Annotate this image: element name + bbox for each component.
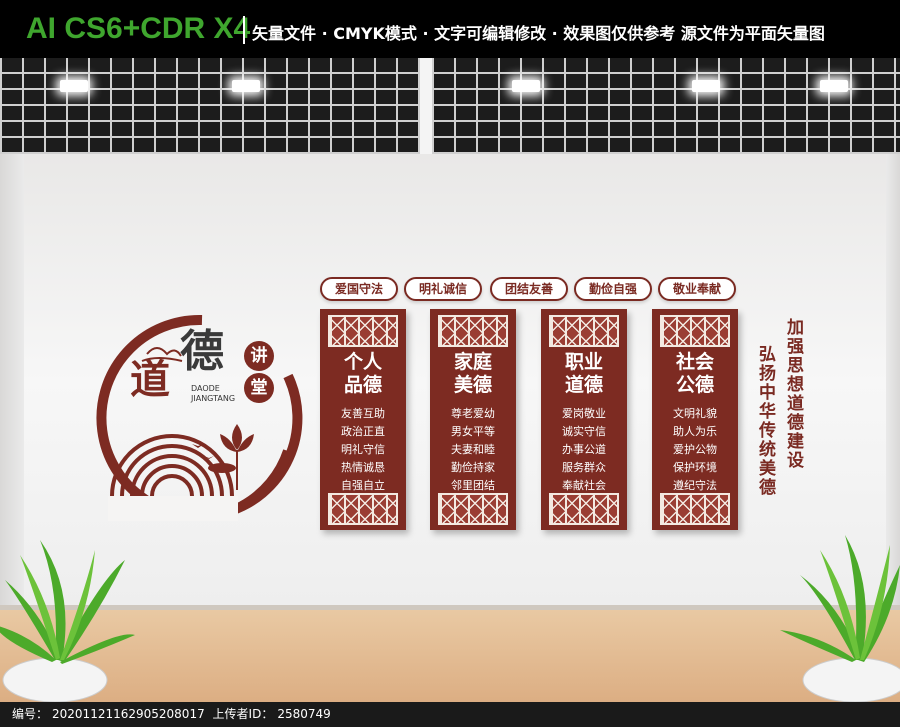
logo-char-dao: 道 [130,356,170,403]
panel-item: 夫妻和睦 [451,443,495,456]
lattice-top [660,315,730,347]
panel-item: 友善互助 [341,407,385,420]
panel-item: 奉献社会 [562,479,606,492]
lattice-top [438,315,508,347]
ceiling-lamp [820,80,848,92]
ceiling-lamp [512,80,540,92]
panel-item: 尊老爱幼 [451,407,495,420]
leaves-icon [780,535,900,662]
lattice-bottom [328,493,398,525]
banner-divider [243,16,245,44]
footer-bar: 编号：20201121162905208017 上传者ID：2580749 [0,702,900,727]
panel-items: 爱岗敬业 诚实守信 办事公道 服务群众 奉献社会 [541,405,627,495]
lattice-bottom [549,493,619,525]
panel-item: 政治正直 [341,425,385,438]
ceiling-grid-right [432,58,900,154]
slogan-left: 弘扬中华传统美德 [755,345,775,497]
lattice-bottom [438,493,508,525]
ceiling-lamp [60,80,88,92]
panel-item: 爱岗敬业 [562,407,606,420]
panel-title: 职业道德 [541,351,627,397]
tag-4: 勤俭自强 [574,277,652,301]
panel-title-line-1: 职业 [564,351,603,373]
tag-5: 敬业奉献 [658,277,736,301]
plant-pot [2,657,108,702]
lattice-top [549,315,619,347]
panel-item: 服务群众 [562,461,606,474]
footer-uploader-label: 上传者ID： [212,707,274,721]
lotus-icon [208,424,254,490]
panel-title: 个人品德 [320,351,406,397]
panel-items: 尊老爱幼 男女平等 夫妻和睦 勤俭持家 邻里团结 [430,405,516,495]
panel-item: 爱护公物 [673,443,717,456]
panel-title-line-2: 道德 [564,374,603,396]
right-wall [886,154,900,610]
logo-pinyin-line-1: DAODE [191,384,220,393]
ceiling-lamp [232,80,260,92]
panel-item: 热情诚恳 [341,461,385,474]
banner-subtitle: 矢量文件 · CMYK模式 · 文字可编辑修改 · 效果图仅供参考 源文件为平面… [252,24,825,43]
panel-item: 明礼守信 [341,443,385,456]
bird-icon [192,444,214,459]
panel-item: 邻里团结 [451,479,495,492]
panel-title: 社会公德 [652,351,738,397]
panel-title-line-2: 公德 [675,374,714,396]
footer-id-label: 编号： [12,707,49,721]
panel-title-line-1: 社会 [675,351,714,373]
panel-item: 遵纪守法 [673,479,717,492]
tag-2: 明礼诚信 [404,277,482,301]
panel-item: 男女平等 [451,425,495,438]
panel-title-line-1: 家庭 [453,351,492,373]
panel-items: 文明礼貌 助人为乐 爱护公物 保护环境 遵纪守法 [652,405,738,495]
footer-id-value: 20201121162905208017 [52,707,205,721]
slogan-right: 加强思想道德建设 [783,318,803,470]
logo-ring-right [239,449,293,511]
banner-title: AI CS6+CDR X4 [26,12,251,45]
panel-title-line-2: 品德 [343,374,382,396]
panel-family: 家庭美德 尊老爱幼 男女平等 夫妻和睦 勤俭持家 邻里团结 [430,309,516,530]
plant-pot [802,657,900,702]
tag-1: 爱国守法 [320,277,398,301]
lattice-top [328,315,398,347]
wooden-floor [0,610,900,702]
panel-title-line-1: 个人 [343,351,382,373]
tag-3: 团结友善 [490,277,568,301]
leaves-icon [0,540,135,664]
cloud-icon [141,347,183,362]
panel-item: 勤俭持家 [451,461,495,474]
ceiling-lamp [692,80,720,92]
panel-title: 家庭美德 [430,351,516,397]
panel-item: 办事公道 [562,443,606,456]
plant-left [0,540,135,702]
ceiling [0,58,900,154]
panel-item: 文明礼貌 [673,407,717,420]
panel-title-line-2: 美德 [453,374,492,396]
top-banner: AI CS6+CDR X4 矢量文件 · CMYK模式 · 文字可编辑修改 · … [0,0,900,58]
ceiling-grid-left [0,58,420,154]
panel-personal: 个人品德 友善互助 政治正直 明礼守信 热情诚恳 自强自立 [320,309,406,530]
panel-item: 保护环境 [673,461,717,474]
panel-items: 友善互助 政治正直 明礼守信 热情诚恳 自强自立 [320,405,406,495]
logo-pinyin-line-2: JIANGTANG [191,394,236,403]
plant-right [780,535,900,702]
panel-social: 社会公德 文明礼貌 助人为乐 爱护公物 保护环境 遵纪守法 [652,309,738,530]
left-wall [0,154,24,610]
panel-item: 诚实守信 [562,425,606,438]
panel-professional: 职业道德 爱岗敬业 诚实守信 办事公道 服务群众 奉献社会 [541,309,627,530]
lattice-bottom [660,493,730,525]
panel-item: 助人为乐 [673,425,717,438]
baseboard [0,605,900,611]
badge-jiang: 讲 [244,341,274,371]
badge-tang: 堂 [244,373,274,403]
panel-item: 自强自立 [341,479,385,492]
logo-char-de: 德 [180,326,224,377]
logo-pinyin: DAODE JIANGTANG [191,384,235,404]
daode-logo [96,314,303,521]
footer-uploader-value: 2580749 [277,707,331,721]
